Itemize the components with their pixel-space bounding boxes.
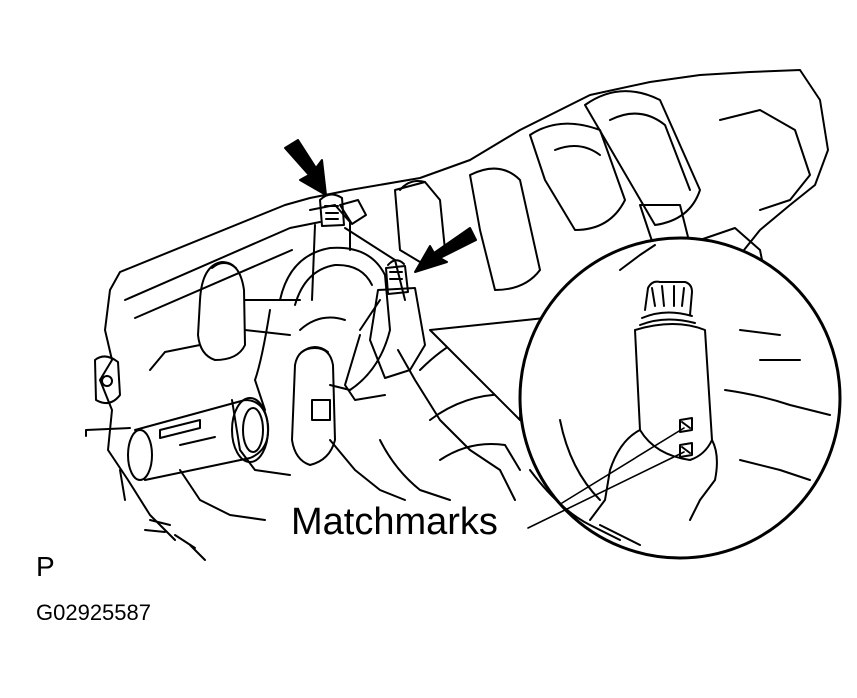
detail-magnifier bbox=[429, 236, 842, 560]
crankshaft-snout bbox=[85, 397, 270, 481]
view-letter: P bbox=[36, 551, 55, 582]
end-housing bbox=[94, 355, 206, 561]
arrow-left-icon bbox=[284, 139, 327, 196]
arrow-right-icon bbox=[414, 227, 477, 273]
figure-code: G02925587 bbox=[36, 600, 151, 625]
matchmarks-label: Matchmarks bbox=[291, 501, 498, 543]
bolt-arrows bbox=[284, 139, 477, 273]
bearing-caps bbox=[149, 261, 516, 521]
matchmark-leader-lines bbox=[527, 427, 685, 529]
